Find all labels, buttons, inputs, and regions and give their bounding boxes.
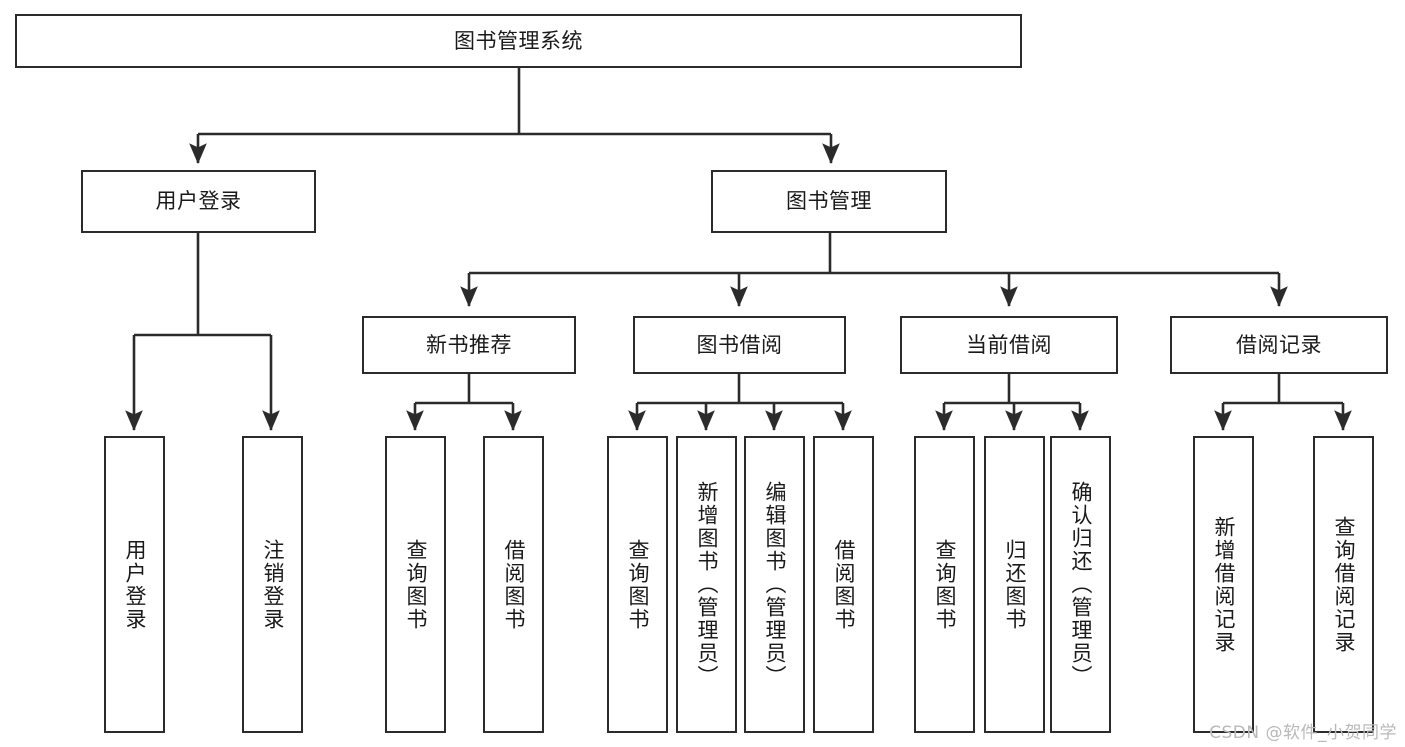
node-current-borrow-label: 当前借阅 [966,332,1052,357]
node-leaf-query-book-3-label: 查询图书 [933,538,957,631]
node-new-book-recommend[interactable]: 新书推荐 [362,316,576,374]
node-new-book-recommend-label: 新书推荐 [426,332,512,357]
node-user-login-label: 用户登录 [155,189,242,214]
node-leaf-borrow-book-2-label: 借阅图书 [832,538,856,631]
node-leaf-borrow-book-2[interactable]: 借阅图书 [813,436,874,733]
node-leaf-add-book-label: 新增图书（管理员） [695,481,719,688]
node-leaf-return-book[interactable]: 归还图书 [984,436,1045,733]
node-leaf-add-book[interactable]: 新增图书（管理员） [676,436,737,733]
node-leaf-return-book-label: 归还图书 [1003,538,1027,631]
node-leaf-query-book-3[interactable]: 查询图书 [914,436,975,733]
node-leaf-edit-book-label: 编辑图书（管理员） [763,481,787,688]
node-leaf-edit-book[interactable]: 编辑图书（管理员） [744,436,805,733]
node-book-borrow-label: 图书借阅 [696,332,783,357]
node-root[interactable]: 图书管理系统 [15,14,1022,68]
node-leaf-query-record[interactable]: 查询借阅记录 [1313,436,1374,733]
node-leaf-query-book-2-label: 查询图书 [626,538,650,631]
node-leaf-query-book-1-label: 查询图书 [404,538,428,631]
node-leaf-borrow-book-1[interactable]: 借阅图书 [483,436,544,733]
node-leaf-logout-login[interactable]: 注销登录 [242,436,303,733]
node-root-label: 图书管理系统 [454,28,583,53]
node-book-management[interactable]: 图书管理 [711,170,947,233]
node-leaf-borrow-book-1-label: 借阅图书 [502,538,526,631]
node-leaf-query-book-2[interactable]: 查询图书 [607,436,668,733]
node-current-borrow[interactable]: 当前借阅 [900,316,1118,374]
node-leaf-query-book-1[interactable]: 查询图书 [385,436,446,733]
node-borrow-record-label: 借阅记录 [1236,332,1322,357]
node-leaf-logout-login-label: 注销登录 [261,538,285,631]
node-leaf-user-login-label: 用户登录 [123,538,147,631]
node-leaf-user-login[interactable]: 用户登录 [104,436,165,733]
node-book-management-label: 图书管理 [786,189,872,214]
node-book-borrow[interactable]: 图书借阅 [633,316,846,374]
node-leaf-add-record[interactable]: 新增借阅记录 [1193,436,1254,733]
node-leaf-query-record-label: 查询借阅记录 [1332,515,1356,654]
node-leaf-confirm-return[interactable]: 确认归还（管理员） [1050,436,1111,733]
node-user-login[interactable]: 用户登录 [81,170,316,233]
node-leaf-confirm-return-label: 确认归还（管理员） [1069,481,1093,688]
node-borrow-record[interactable]: 借阅记录 [1170,316,1388,374]
node-leaf-add-record-label: 新增借阅记录 [1212,515,1236,654]
